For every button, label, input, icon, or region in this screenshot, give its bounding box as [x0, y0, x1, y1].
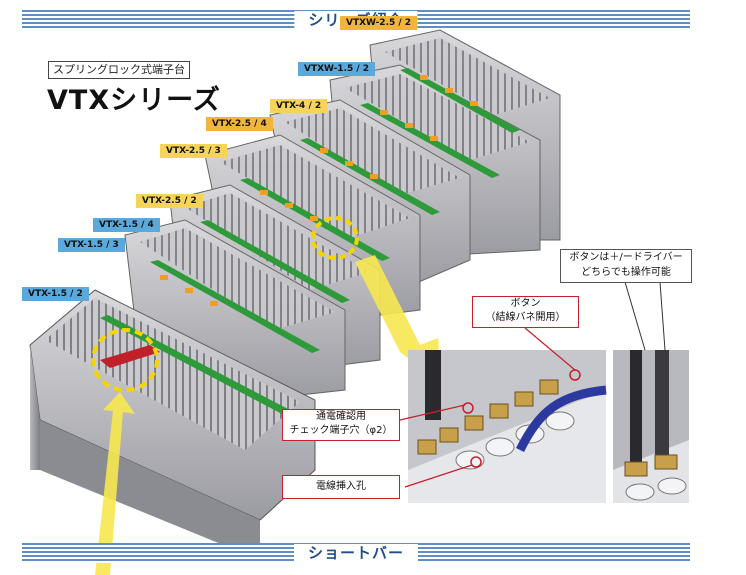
callout-line: （結線バネ開用） [485, 312, 566, 323]
model-tag: VTX-1.5 / 3 [58, 238, 125, 252]
wire-hole-callout: 電線挿入孔 [282, 475, 400, 499]
model-tag: VTX-1.5 / 4 [93, 218, 160, 232]
screwdriver-callout: ボタンは＋/ードライバー どちらでも操作可能 [560, 249, 692, 283]
detail-photo-screwdriver [613, 350, 689, 503]
shortbar-highlight [91, 328, 159, 392]
callout-line: 電線挿入孔 [316, 481, 366, 492]
model-tag: VTX-2.5 / 4 [206, 117, 273, 131]
shortbar-arrow [95, 392, 135, 575]
button-callout: ボタン （結線バネ開用） [472, 296, 579, 328]
product-name: VTXシリーズ [47, 85, 221, 116]
zoom-arrow [355, 255, 440, 365]
section-title: ショートバー [293, 544, 419, 562]
callout-line: ボタンは＋/ードライバー [569, 252, 683, 263]
product-subtitle: スプリングロック式端子台 [48, 61, 190, 79]
model-tag: VTX-2.5 / 3 [160, 144, 227, 158]
model-tag: VTX-2.5 / 2 [136, 194, 203, 208]
footer-band: ショートバー [22, 543, 690, 563]
button-highlight [311, 216, 359, 260]
callout-line: チェック端子穴（φ2） [289, 425, 393, 436]
terminal-block-rows [29, 29, 561, 560]
model-tag: VTXW-2.5 / 2 [340, 16, 418, 30]
model-tag: VTX-1.5 / 2 [22, 287, 89, 301]
check-hole-callout: 通電確認用 チェック端子穴（φ2） [282, 409, 400, 441]
callout-line: どちらでも操作可能 [581, 267, 671, 278]
model-tag: VTX-4 / 2 [270, 99, 328, 113]
callout-line: 通電確認用 [316, 411, 366, 422]
callout-line: ボタン [510, 298, 541, 309]
model-tag: VTXW-1.5 / 2 [298, 62, 376, 76]
detail-photo-button [408, 350, 607, 503]
